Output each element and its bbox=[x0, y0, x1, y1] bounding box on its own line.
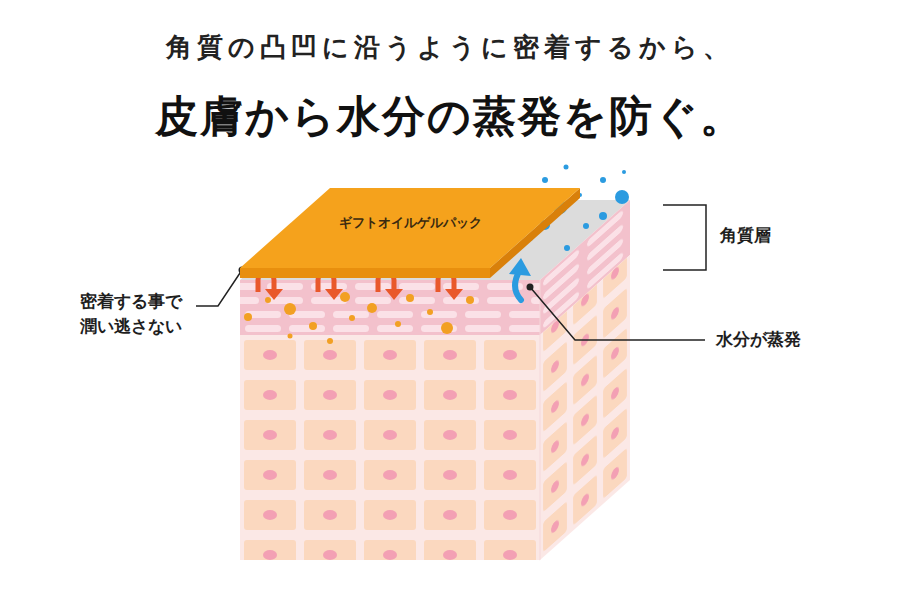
gel-pack: ギフトオイルゲルパック bbox=[240, 185, 585, 280]
callout-text: 水分が蒸発 bbox=[716, 328, 801, 351]
main-heading: 皮膚から水分の蒸発を防ぐ。 bbox=[155, 88, 745, 146]
gel-pack-shape bbox=[240, 185, 585, 280]
callout-text: 密着する事で 潤い逃さない bbox=[80, 289, 191, 338]
sub-heading: 角質の凸凹に沿うように密着するから、 bbox=[166, 30, 734, 65]
layer-label: 角質層 bbox=[720, 224, 771, 247]
pack-label: ギフトオイルゲルパック bbox=[339, 214, 482, 232]
